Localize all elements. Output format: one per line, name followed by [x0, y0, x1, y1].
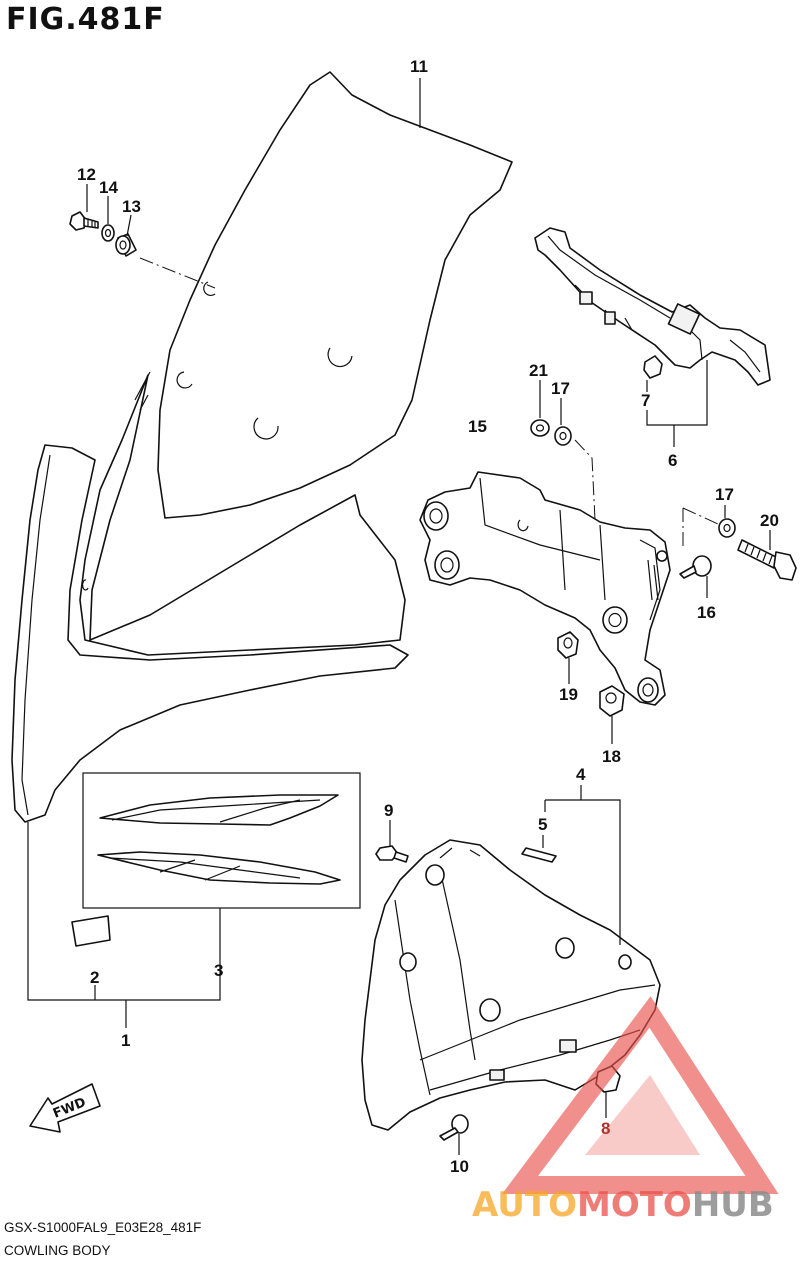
part-16-bolt	[679, 555, 712, 579]
callout-4: 4	[576, 765, 586, 784]
leaders-6-7	[646, 360, 708, 447]
callout-5: 5	[538, 815, 547, 834]
part-15-stay	[419, 471, 671, 706]
part-18-grommet	[599, 685, 625, 717]
callout-11: 11	[410, 57, 428, 76]
callout-bracket-1	[27, 822, 221, 1028]
leaders-19-18	[568, 658, 613, 744]
watermark-moto: MOTO	[577, 1185, 692, 1225]
part-9-screw	[375, 845, 409, 863]
part-12-screw	[69, 211, 99, 231]
part-6-bracket	[534, 227, 771, 386]
leaders-4-5	[542, 785, 621, 945]
callout-17-lower: 17	[715, 485, 734, 504]
part-10-screw	[439, 1114, 469, 1141]
callout-16: 16	[697, 603, 716, 622]
callout-14: 14	[99, 178, 118, 197]
watermark-text: AUTOMOTOHUB	[472, 1185, 774, 1225]
callout-3: 3	[214, 961, 223, 980]
watermark-logo-icon	[501, 996, 779, 1194]
part-14-washer	[101, 224, 115, 242]
callout-9: 9	[384, 801, 393, 820]
leaders-9-10-8	[389, 820, 607, 1155]
part-3-decal-set	[82, 772, 361, 909]
callout-12: 12	[77, 165, 96, 184]
callout-2: 2	[90, 968, 99, 987]
part-19-grommet	[557, 631, 579, 659]
callout-1: 1	[121, 1031, 130, 1050]
callout-10: 10	[450, 1157, 469, 1176]
watermark-auto: AUTO	[472, 1185, 577, 1225]
leaders-17b-20-16	[682, 505, 771, 598]
callout-6: 6	[668, 451, 677, 470]
callout-8: 8	[601, 1119, 610, 1138]
part-17-washer-a	[554, 426, 572, 446]
figure-title: FIG.481F	[6, 2, 165, 37]
part-21-nut	[530, 419, 550, 437]
part-11-windscreen	[157, 71, 513, 519]
part-2-label	[71, 915, 111, 947]
part-5-clip	[521, 847, 557, 863]
callout-20: 20	[760, 511, 779, 530]
callout-19: 19	[559, 685, 578, 704]
part-17-washer-b	[718, 518, 736, 538]
model-code: GSX-S1000FAL9_E03E28_481F	[4, 1220, 202, 1235]
leaders-21-17	[539, 380, 596, 521]
fwd-arrow-icon: FWD	[29, 1083, 101, 1133]
callout-7: 7	[641, 391, 650, 410]
leader-13	[139, 257, 216, 289]
callout-15: 15	[468, 417, 487, 436]
callout-17-upper: 17	[551, 379, 570, 398]
part-1-cowling-body	[11, 371, 409, 823]
part-13-bush	[115, 233, 137, 257]
watermark-hub: HUB	[692, 1185, 774, 1225]
leaders-top	[86, 78, 421, 237]
callout-13: 13	[122, 197, 141, 216]
section-name: COWLING BODY	[4, 1243, 111, 1258]
part-7-nut	[643, 355, 663, 379]
callout-18: 18	[602, 747, 621, 766]
callout-21: 21	[529, 361, 548, 380]
part-4-inner-panel	[361, 839, 661, 1131]
part-20-bolt	[737, 539, 797, 581]
